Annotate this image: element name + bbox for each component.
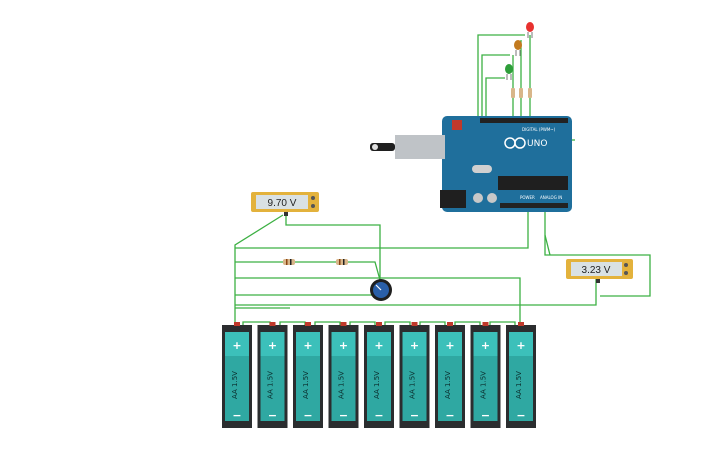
battery-3[interactable]: + AA 1.5V − xyxy=(293,322,323,428)
battery-minus-icon: − xyxy=(268,409,277,422)
battery-label: AA 1.5V xyxy=(409,371,417,399)
battery-plus-icon: + xyxy=(374,339,383,352)
battery-plus-icon: + xyxy=(481,339,490,352)
battery-plus-icon: + xyxy=(516,339,525,352)
led-green[interactable] xyxy=(505,64,513,80)
power-jack xyxy=(440,190,466,208)
resistor-2[interactable] xyxy=(336,259,348,265)
battery-label: AA 1.5V xyxy=(338,371,346,399)
battery-6[interactable]: + AA 1.5V − xyxy=(399,322,430,428)
battery-label: AA 1.5V xyxy=(515,371,523,399)
arduino-uno-board[interactable]: UNO DIGITAL (PWM~) POWER ANALOG IN xyxy=(370,116,572,212)
analog-label: ANALOG IN xyxy=(540,195,562,200)
battery-minus-icon: − xyxy=(445,409,454,422)
battery-plus-icon: + xyxy=(303,339,312,352)
battery-label: AA 1.5V xyxy=(444,371,452,399)
battery-7[interactable]: + AA 1.5V − xyxy=(435,322,465,428)
resistor-1[interactable] xyxy=(283,259,295,265)
multimeter-right[interactable]: 3.23 V xyxy=(566,259,633,283)
battery-minus-icon: − xyxy=(374,409,383,422)
multimeter-left-reading: 9.70 V xyxy=(268,198,297,209)
digital-header xyxy=(480,118,568,123)
battery-minus-icon: − xyxy=(481,409,490,422)
battery-minus-icon: − xyxy=(516,409,525,422)
battery-plus-icon: + xyxy=(410,339,419,352)
battery-9[interactable]: + AA 1.5V − xyxy=(506,322,536,428)
reset-button[interactable] xyxy=(452,120,462,130)
led-red[interactable] xyxy=(526,22,534,38)
led-red-bulb xyxy=(526,22,534,32)
battery-label: AA 1.5V xyxy=(480,371,488,399)
battery-label: AA 1.5V xyxy=(231,371,239,399)
battery-plus-icon: + xyxy=(268,339,277,352)
battery-plus-icon: + xyxy=(445,339,454,352)
potentiometer[interactable] xyxy=(370,279,392,301)
led-resistors xyxy=(511,88,532,98)
battery-plus-icon: + xyxy=(232,339,241,352)
battery-8[interactable]: + AA 1.5V − xyxy=(470,322,501,428)
battery-minus-icon: − xyxy=(410,409,419,422)
wires xyxy=(234,34,651,325)
battery-5[interactable]: + AA 1.5V − xyxy=(364,322,394,428)
digital-label: DIGITAL (PWM~) xyxy=(522,127,556,132)
led-green-bulb xyxy=(505,64,513,74)
led-orange[interactable] xyxy=(514,40,522,56)
battery-label: AA 1.5V xyxy=(302,371,310,399)
power-label: POWER xyxy=(520,195,535,200)
arduino-brand: UNO xyxy=(527,139,547,149)
microcontroller-chip xyxy=(498,176,568,190)
battery-minus-icon: − xyxy=(232,409,241,422)
battery-1[interactable]: + AA 1.5V − xyxy=(222,322,252,428)
battery-4[interactable]: + AA 1.5V − xyxy=(328,322,359,428)
battery-pack: + AA 1.5V − + AA 1.5V − + AA 1.5V − + AA 1.5V − + AA … xyxy=(222,322,536,428)
multimeter-left[interactable]: 9.70 V xyxy=(251,192,319,216)
resistor-led-2[interactable] xyxy=(519,88,523,98)
battery-label: AA 1.5V xyxy=(373,371,381,399)
resistor-led-3[interactable] xyxy=(528,88,532,98)
resistor-led-1[interactable] xyxy=(511,88,515,98)
battery-plus-icon: + xyxy=(339,339,348,352)
battery-minus-icon: − xyxy=(339,409,348,422)
usb-port xyxy=(395,135,445,159)
multimeter-right-reading: 3.23 V xyxy=(582,265,611,276)
led-orange-bulb xyxy=(514,40,522,50)
battery-label: AA 1.5V xyxy=(267,371,275,399)
battery-minus-icon: − xyxy=(303,409,312,422)
battery-2[interactable]: + AA 1.5V − xyxy=(257,322,288,428)
analog-power-header xyxy=(500,203,568,208)
